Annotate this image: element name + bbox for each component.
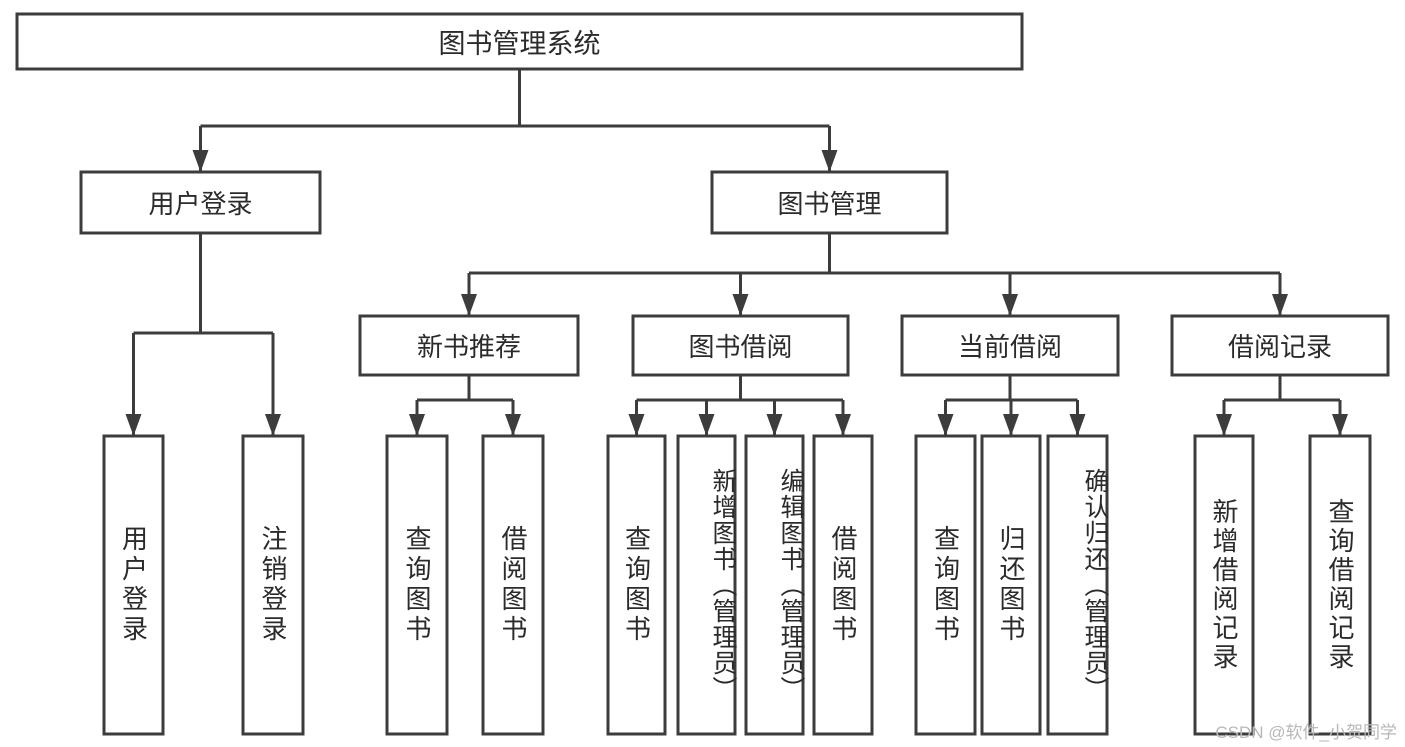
node-leaf_5[interactable] [676, 434, 737, 736]
node-box[interactable] [1046, 434, 1109, 736]
node-box[interactable] [1308, 434, 1372, 736]
node-box[interactable] [15, 12, 1024, 71]
node-label-leaf_6: 编辑图书（管理员） [777, 468, 805, 702]
node-label-leaf_4: 查询图书 [621, 525, 652, 645]
node-label-l3_2: 当前借阅 [957, 332, 1062, 362]
arrow-head-icon [265, 414, 281, 436]
arrow-head-icon [628, 414, 645, 436]
node-leaf_12[interactable] [1308, 434, 1372, 736]
node-leaf_2[interactable] [385, 434, 449, 736]
node-leaf_1[interactable] [241, 434, 305, 736]
node-l3_0[interactable] [358, 314, 580, 377]
node-label-leaf_3: 借阅图书 [498, 525, 528, 645]
connector-layer [125, 69, 1348, 436]
node-box[interactable] [914, 434, 977, 736]
arrow-head-icon [766, 414, 783, 436]
node-box[interactable] [1193, 434, 1255, 736]
arrow-head-icon [1003, 414, 1019, 436]
arrow-head-icon [937, 414, 954, 436]
node-label-root: 图书管理系统 [438, 29, 601, 59]
node-l3_1[interactable] [631, 314, 850, 377]
node-label-l2_0: 用户登录 [148, 189, 253, 219]
node-root[interactable] [15, 12, 1024, 71]
node-l3_2[interactable] [900, 314, 1120, 377]
node-box[interactable] [385, 434, 449, 736]
arrow-head-icon [698, 414, 715, 436]
node-box[interactable] [900, 314, 1120, 377]
node-label-leaf_10: 确认归还（管理员） [1081, 468, 1109, 702]
node-label-l2_1: 图书管理 [777, 189, 882, 219]
node-leaf_9[interactable] [980, 434, 1042, 736]
node-leaf_11[interactable] [1193, 434, 1255, 736]
arrow-head-icon [1332, 414, 1348, 436]
node-label-leaf_5: 新增图书（管理员） [709, 468, 737, 702]
node-leaf_8[interactable] [914, 434, 977, 736]
node-box[interactable] [812, 434, 874, 736]
node-label-leaf_8: 查询图书 [930, 525, 961, 645]
node-label-leaf_1: 注销登录 [258, 525, 288, 645]
arrow-head-icon [1272, 294, 1288, 316]
node-box[interactable] [676, 434, 737, 736]
node-box[interactable] [481, 434, 545, 736]
arrow-head-icon [1069, 414, 1086, 436]
arrow-head-icon [732, 294, 749, 316]
node-label-leaf_12: 查询借阅记录 [1325, 498, 1355, 672]
node-box[interactable] [631, 314, 850, 377]
node-box[interactable] [980, 434, 1042, 736]
node-label-leaf_9: 归还图书 [996, 525, 1026, 645]
arrow-head-icon [409, 414, 425, 436]
node-box[interactable] [79, 170, 322, 235]
node-box[interactable] [1170, 314, 1390, 377]
arrow-head-icon [1002, 294, 1018, 316]
arrow-head-icon [505, 414, 521, 436]
node-box[interactable] [358, 314, 580, 377]
node-label-l3_1: 图书借阅 [688, 332, 793, 362]
arrow-head-icon [835, 414, 851, 436]
node-label-leaf_11: 新增借阅记录 [1209, 498, 1239, 672]
node-box[interactable] [241, 434, 305, 736]
arrow-head-icon [1216, 414, 1232, 436]
node-label-l3_0: 新书推荐 [416, 332, 521, 362]
node-box[interactable] [606, 434, 667, 736]
node-l2_1[interactable] [710, 170, 949, 235]
node-leaf_6[interactable] [744, 434, 805, 736]
arrow-head-icon [461, 294, 477, 316]
arrow-head-icon [821, 150, 838, 172]
node-leaf_10[interactable] [1046, 434, 1109, 736]
node-box[interactable] [710, 170, 949, 235]
node-box[interactable] [102, 434, 165, 736]
node-leaf_0[interactable] [102, 434, 165, 736]
node-layer [15, 12, 1390, 736]
node-leaf_3[interactable] [481, 434, 545, 736]
arrow-head-icon [125, 414, 142, 436]
node-label-leaf_0: 用户登录 [118, 525, 149, 645]
node-l2_0[interactable] [79, 170, 322, 235]
node-label-leaf_7: 借阅图书 [828, 525, 858, 645]
node-leaf_7[interactable] [812, 434, 874, 736]
node-label-l3_3: 借阅记录 [1227, 332, 1332, 362]
node-l3_3[interactable] [1170, 314, 1390, 377]
arrow-head-icon [192, 150, 209, 172]
node-leaf_4[interactable] [606, 434, 667, 736]
node-box[interactable] [744, 434, 805, 736]
node-label-leaf_2: 查询图书 [402, 525, 432, 645]
